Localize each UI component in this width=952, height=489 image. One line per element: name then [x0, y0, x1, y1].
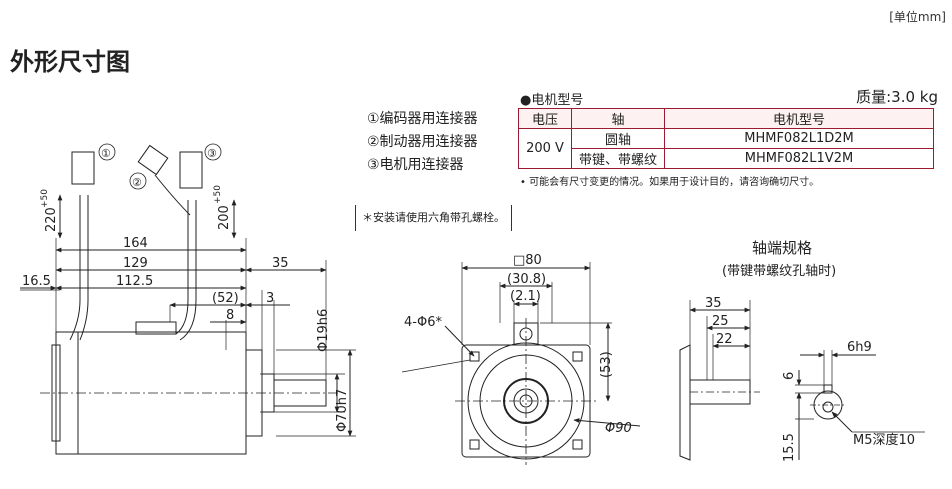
connector-block	[135, 321, 177, 335]
dim-129: 129	[123, 256, 148, 271]
dim-spigot-diameter: Φ70h7	[335, 389, 350, 432]
dim-key-width: 6h9	[847, 340, 872, 355]
mount-hole	[469, 439, 480, 450]
dim-53: (53)	[599, 351, 614, 378]
motor-front-view	[401, 262, 641, 465]
dimension-change-note: • 可能会有尺寸变更的情况。如果用于设计目的，请咨询确切尺寸。	[520, 177, 820, 188]
dim-thread: M5深度10	[853, 432, 915, 448]
cell-shaft: 带键、带螺纹	[571, 148, 665, 169]
connector-label-brake: ②制动器用连接器	[367, 134, 478, 150]
shaft-end-view	[679, 300, 925, 461]
cell-voltage: 200 V	[518, 128, 572, 169]
dim-164: 164	[123, 236, 148, 251]
motor-connector	[179, 151, 203, 189]
cell-model: MHMF082L1V2M	[664, 148, 934, 169]
mount-hole	[572, 351, 583, 362]
dim-35: 35	[272, 256, 289, 271]
dim-52: (52)	[212, 291, 239, 306]
connector-label-motor: ③电机用连接器	[367, 157, 464, 173]
unit-note: [单位mm]	[889, 10, 946, 24]
dim-220: 220	[44, 207, 59, 232]
bolt-note: ＊安装请使用六角带孔螺栓。	[355, 205, 512, 231]
motor-cable	[175, 200, 189, 335]
encoder-cable	[69, 195, 81, 341]
brake-connector	[137, 144, 169, 176]
motor-side-view	[20, 143, 356, 455]
dim-200: 200	[217, 205, 232, 230]
dim-15-5: 15.5	[782, 433, 797, 462]
mass-label: 质量:3.0 kg	[856, 88, 938, 106]
dim-2-1: (2.1)	[510, 289, 541, 304]
dim-8: 8	[226, 308, 234, 323]
encoder-connector	[71, 151, 95, 185]
model-header-label: ●电机型号	[520, 93, 584, 108]
shaft-end-title: 轴端规格	[752, 239, 812, 257]
keyway	[823, 384, 833, 394]
page-title: 外形尺寸图	[10, 48, 130, 76]
connector-callout-3: ③	[207, 147, 217, 160]
connector-callout-2: ②	[132, 176, 142, 189]
dim-220-tolerance: +50	[40, 189, 50, 208]
dim-flange-square: □80	[513, 253, 542, 268]
dim-shaft-25: 25	[712, 314, 729, 329]
dim-shaft-22: 22	[716, 332, 733, 347]
dim-3: 3	[266, 291, 274, 306]
dim-30-8: (30.8)	[507, 272, 546, 287]
dim-pcd: Φ90	[605, 421, 632, 436]
dim-112-5: 112.5	[116, 274, 153, 289]
dim-shaft-diameter: Φ19h6	[316, 309, 331, 352]
threaded-hole	[822, 401, 834, 413]
dim-key-depth: 6	[782, 372, 797, 380]
dim-mount-holes: 4-Φ6*	[404, 315, 442, 330]
connector-callout-1: ①	[101, 147, 111, 160]
dim-shaft-35: 35	[705, 296, 722, 311]
mount-hole	[572, 439, 583, 450]
brake-cable	[154, 174, 191, 216]
dim-16-5: 16.5	[22, 274, 51, 289]
table-row: 带键、带螺纹 MHMF082L1V2M	[519, 148, 934, 169]
model-table: 电压 轴 电机型号 200 V 圆轴 MHMF082L1D2M 带键、带螺纹 M…	[518, 108, 934, 169]
dim-200-tolerance: +50	[213, 185, 223, 204]
shaft-flange-edge	[679, 344, 691, 461]
shaft-end-subtitle: (带键带螺纹孔轴时)	[722, 264, 836, 279]
connector-label-encoder: ①编码器用连接器	[367, 111, 478, 127]
mount-hole	[469, 351, 480, 362]
